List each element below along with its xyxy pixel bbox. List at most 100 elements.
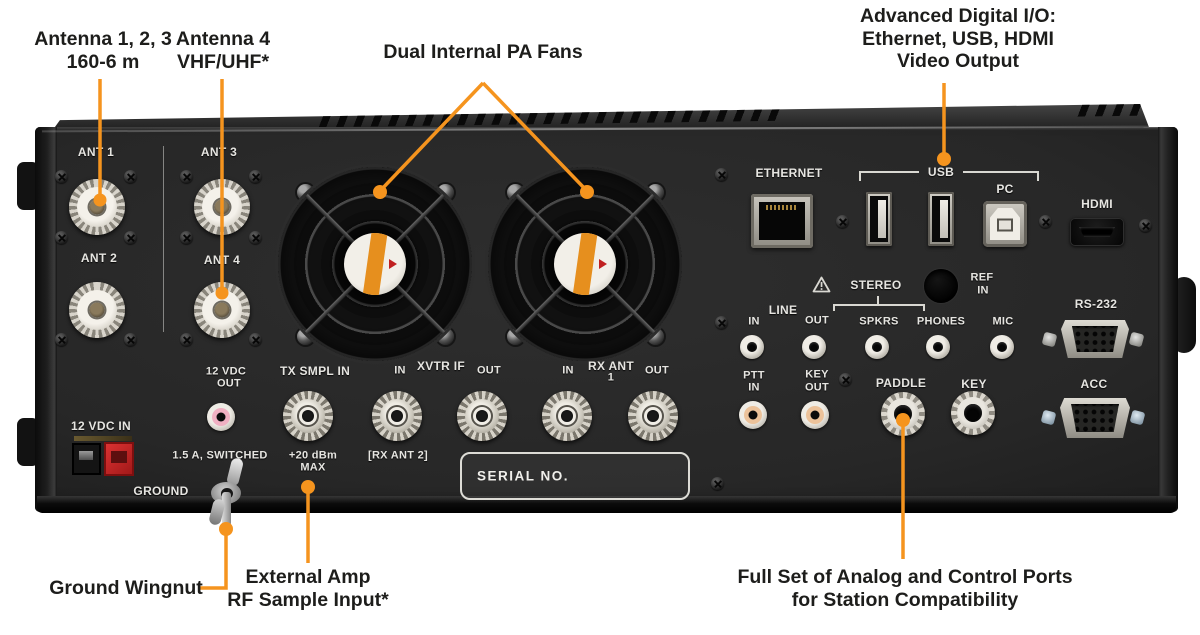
ref-label-1: REF [970, 271, 994, 284]
screw [55, 333, 68, 346]
rx-out-label: OUT [644, 364, 670, 377]
spkrs-label: SPKRS [859, 315, 899, 328]
rs232-de9-port [1061, 320, 1129, 358]
top-vent-slots-left [314, 105, 786, 128]
screw [836, 215, 849, 228]
chassis-bottom-flange [37, 496, 1176, 513]
rx-ant-label: RX ANT [587, 359, 635, 373]
vdc-in-label: 12 VDC IN [70, 419, 132, 433]
top-vent-slots-right [1072, 103, 1150, 117]
rx-ant1-in-bnc [542, 391, 592, 441]
left-bumper-top [17, 162, 39, 210]
screw [180, 231, 193, 244]
usb-bracket-line [859, 171, 919, 173]
ant2-label: ANT 2 [80, 251, 118, 265]
rx-ant-num-label: 1 [607, 371, 615, 384]
line-in-jack [740, 335, 764, 359]
powerpole-red [104, 442, 134, 476]
left-bumper-bottom [17, 418, 39, 466]
ant4-connector [194, 282, 250, 338]
dbm-label-2: MAX [300, 461, 326, 474]
acc-hd15-port [1060, 398, 1130, 438]
ant4-label: ANT 4 [203, 253, 241, 267]
screw [124, 170, 137, 183]
ptt-in-rca-jack [739, 401, 767, 429]
ptt-label-1: PTT [743, 369, 765, 382]
stereo-bracket [877, 296, 879, 305]
usb-bracket-line [963, 171, 1039, 173]
tx-smpl-in-label: TX SMPL IN [279, 364, 351, 378]
vdc-out-label-2: OUT [216, 377, 242, 390]
serial-number-box: SERIAL NO. [460, 452, 690, 500]
screw [124, 231, 137, 244]
screw [1139, 219, 1152, 232]
switched-label: 1.5 A, SWITCHED [172, 449, 268, 462]
key-jack [951, 391, 995, 435]
ref-in-hole [924, 269, 958, 303]
serial-number-label: SERIAL NO. [477, 468, 570, 484]
paddle-jack [881, 392, 925, 436]
usb-b-pc-port [983, 201, 1027, 247]
line-label: LINE [768, 303, 798, 317]
callout-digital-io: Advanced Digital I/O: Ethernet, USB, HDM… [859, 5, 1057, 73]
usb-bracket-tick [859, 171, 861, 181]
screw [124, 333, 137, 346]
fan-hub-label [344, 233, 406, 295]
keyout-label-2: OUT [804, 381, 830, 394]
vdc-out-rca-jack [207, 403, 235, 431]
fan-logo-icon [389, 259, 397, 269]
spkrs-jack [865, 335, 889, 359]
ant3-label: ANT 3 [200, 145, 238, 159]
callout-pa-fans: Dual Internal PA Fans [383, 41, 583, 63]
ground-label: GROUND [133, 484, 189, 498]
dbm-label-1: +20 dBm [288, 449, 338, 462]
screw [715, 316, 728, 329]
hdmi-port [1070, 218, 1124, 246]
stereo-bracket [833, 304, 835, 311]
ptt-label-2: IN [748, 381, 760, 394]
rs232-label: RS-232 [1074, 297, 1118, 311]
fan-hub-label [554, 233, 616, 295]
ant1-label: ANT 1 [77, 145, 115, 159]
xvtr-if-out-bnc [457, 391, 507, 441]
ethernet-label: ETHERNET [755, 166, 823, 180]
acc-label: ACC [1080, 377, 1108, 391]
ethernet-rj45-port [751, 194, 813, 248]
rx-ant1-out-bnc [628, 391, 678, 441]
usb-a-port-1 [866, 192, 892, 246]
screw [839, 373, 852, 386]
callout-ground-wingnut: Ground Wingnut [49, 577, 203, 599]
vdc-out-label-1: 12 VDC [205, 365, 247, 378]
antenna-section-divider [163, 146, 164, 332]
pa-fan-left [278, 167, 472, 361]
ant1-connector [69, 179, 125, 235]
powerpole-black [72, 443, 101, 475]
tx-smpl-in-bnc [283, 391, 333, 441]
screw [55, 231, 68, 244]
mic-jack [990, 335, 1014, 359]
line-out-jack [802, 335, 826, 359]
phones-label: PHONES [916, 315, 966, 328]
key-label: KEY [961, 377, 987, 391]
screw [249, 333, 262, 346]
xvtr-if-in-bnc [372, 391, 422, 441]
stereo-bracket [833, 304, 925, 306]
rx-in-label: IN [562, 364, 574, 377]
xvtr-in-label: IN [394, 364, 406, 377]
line-in-label: IN [748, 315, 760, 328]
screw [711, 477, 724, 490]
screw [1039, 215, 1052, 228]
paddle-label: PADDLE [875, 376, 927, 390]
phones-jack [926, 335, 950, 359]
xvtr-if-label: XVTR IF [416, 359, 466, 373]
stereo-bracket [923, 304, 925, 311]
ground-wingnut [205, 456, 249, 528]
callout-ext-amp: External Amp RF Sample Input* [227, 566, 389, 611]
screw [180, 170, 193, 183]
keyout-label-1: KEY [805, 368, 829, 381]
fan-logo-icon [599, 259, 607, 269]
ant3-connector [194, 179, 250, 235]
xvtr-out-label: OUT [476, 364, 502, 377]
callout-antenna-4: Antenna 4 VHF/UHF* [175, 28, 271, 73]
